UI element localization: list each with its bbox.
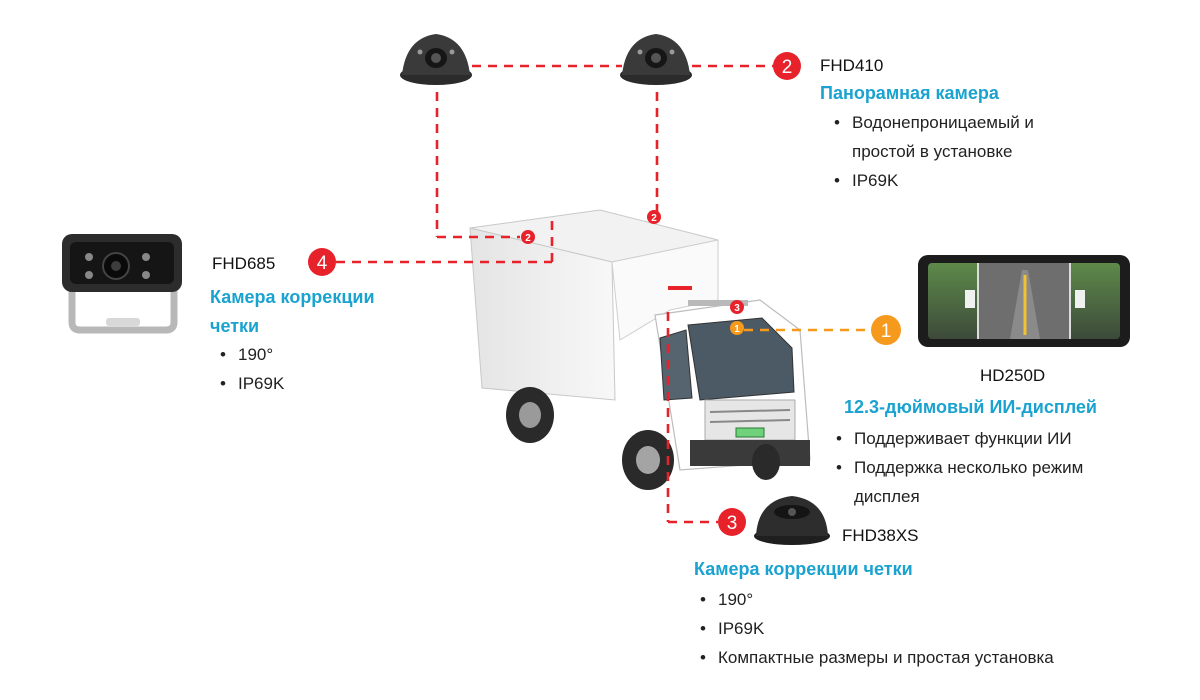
dome-model-label: FHD38XS: [842, 526, 919, 545]
svg-text:2: 2: [525, 233, 531, 244]
svg-text:2: 2: [782, 57, 793, 78]
rear-title-line1: Камера коррекции: [210, 287, 375, 307]
rear-model-label: FHD685: [212, 254, 276, 273]
dome-camera-image: [754, 496, 830, 545]
svg-text:1: 1: [881, 321, 892, 342]
feature-item: Поддерживает функции ИИ: [832, 424, 1083, 453]
rear-title-line2: четки: [210, 316, 260, 336]
feature-item: IP69K: [696, 614, 1054, 643]
feature-item: Водонепроницаемый и: [830, 108, 1034, 137]
feature-item: дисплея: [854, 487, 920, 506]
marker-small-3: 3: [730, 300, 744, 314]
display-title: 12.3-дюймовый ИИ-дисплей: [844, 397, 1097, 417]
svg-text:4: 4: [317, 253, 328, 274]
panoramic-model-label: FHD410: [820, 56, 884, 75]
rear-camera-image: [62, 234, 182, 334]
marker-3: 3: [718, 508, 746, 536]
marker-4: 4: [308, 248, 336, 276]
connection-lines: [336, 64, 774, 524]
panoramic-features: Водонепроницаемый и простой в установке …: [830, 108, 1034, 195]
svg-text:1: 1: [734, 324, 740, 335]
display-features: Поддерживает функции ИИ Поддержка нескол…: [832, 424, 1083, 511]
truck-image: [469, 209, 811, 490]
feature-item: IP69K: [830, 166, 1034, 195]
feature-item: 190°: [216, 340, 284, 369]
marker-small-1: 1: [730, 321, 744, 335]
panoramic-title: Панорамная камера: [820, 83, 999, 103]
svg-text:2: 2: [651, 213, 657, 224]
rear-features: 190° IP69K: [216, 340, 284, 398]
dome-title: Камера коррекции четки: [694, 559, 913, 579]
marker-1: 1: [871, 315, 901, 345]
feature-item: простой в установке: [852, 142, 1013, 161]
dome-features: 190° IP69K Компактные размеры и простая …: [696, 585, 1054, 672]
feature-item: Компактные размеры и простая установка: [696, 643, 1054, 672]
marker-small-2a: 2: [521, 230, 535, 244]
svg-text:3: 3: [734, 303, 740, 314]
panoramic-camera-left: [400, 34, 472, 85]
feature-item: 190°: [696, 585, 1054, 614]
marker-2: 2: [773, 52, 801, 80]
feature-item: Поддержка несколько режим: [832, 453, 1083, 482]
panoramic-camera-right: [620, 34, 692, 85]
marker-small-2b: 2: [647, 210, 661, 224]
display-model-label: HD250D: [980, 366, 1046, 385]
feature-item: IP69K: [216, 369, 284, 398]
display-monitor-image: [918, 255, 1130, 347]
svg-text:3: 3: [727, 513, 738, 534]
